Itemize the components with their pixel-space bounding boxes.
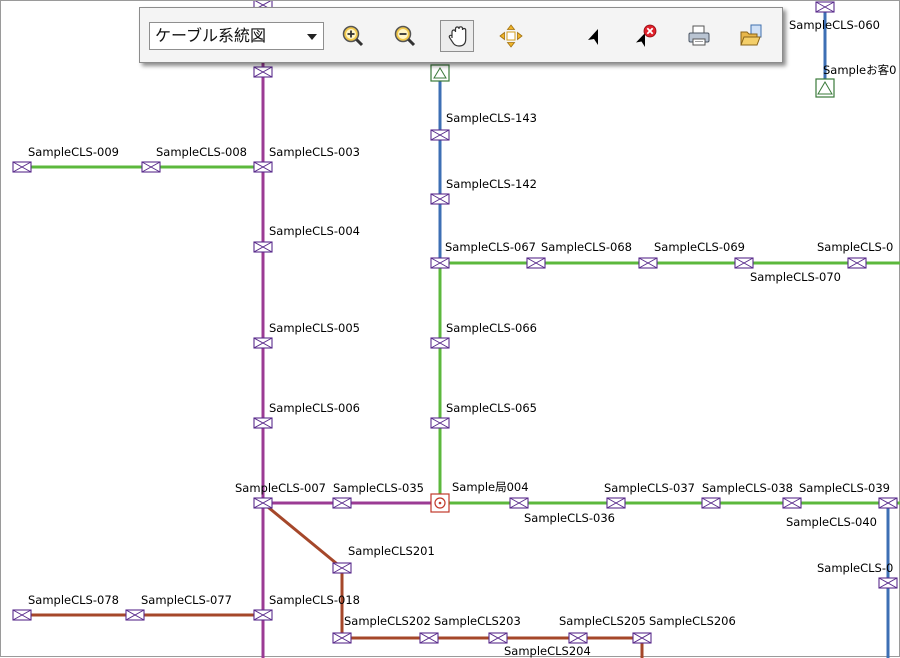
cable-label: SampleCLS-036 xyxy=(524,511,615,525)
open-folder-icon xyxy=(740,24,762,46)
cable-label: SampleCLS-077 xyxy=(141,593,232,607)
cable-node-marker[interactable] xyxy=(782,497,802,509)
cable-label: SampleCLS-143 xyxy=(446,111,537,125)
cable-label: SampleCLS-039 xyxy=(799,481,890,495)
cable-label: SampleCLS-009 xyxy=(28,145,119,159)
cursor-arrow-icon xyxy=(588,29,598,45)
deselect-button[interactable] xyxy=(628,20,662,52)
cable-label: SampleCLS-040 xyxy=(786,515,877,529)
open-button[interactable] xyxy=(734,20,768,52)
cable-line-brown-diagonal xyxy=(262,501,343,570)
cable-label: SampleCLS-008 xyxy=(156,145,247,159)
cable-node-marker[interactable] xyxy=(332,632,352,644)
cable-label: SampleCLS-0 xyxy=(817,240,893,254)
cable-node-marker[interactable] xyxy=(253,337,273,349)
cable-node-marker[interactable] xyxy=(253,241,273,253)
cable-label: SampleCLS-142 xyxy=(446,177,537,191)
cable-label: SampleCLS-038 xyxy=(702,481,793,495)
cable-label: SampleCLS201 xyxy=(348,544,435,558)
cable-node-marker[interactable] xyxy=(430,193,450,205)
cable-label: SampleCLS206 xyxy=(649,614,736,628)
full-extent-button[interactable] xyxy=(494,20,528,52)
cable-label: Sample局004 xyxy=(452,480,529,494)
layer-select-value: ケーブル系統図 xyxy=(155,26,267,45)
cable-node-marker[interactable] xyxy=(419,632,439,644)
layer-select-dropdown[interactable]: ケーブル系統図 xyxy=(149,22,324,50)
cable-node-marker[interactable] xyxy=(878,497,898,509)
cable-label: SampleCLS-035 xyxy=(333,481,424,495)
cable-label: SampleCLS-078 xyxy=(28,593,119,607)
cable-label: SampleCLS-066 xyxy=(446,321,537,335)
print-button[interactable] xyxy=(682,20,716,52)
hand-icon xyxy=(448,26,467,47)
cable-label: SampleCLS-018 xyxy=(269,593,360,607)
cable-node-marker[interactable] xyxy=(253,161,273,173)
cable-node-marker[interactable] xyxy=(12,161,32,173)
cable-label: SampleCLS-005 xyxy=(269,321,360,335)
cable-node-marker[interactable] xyxy=(638,257,658,269)
cable-label: SampleCLS-060 xyxy=(789,18,880,32)
map-toolbar: ケーブル系統図 xyxy=(139,7,783,63)
cable-label: SampleCLS-006 xyxy=(269,401,360,415)
cable-node-marker[interactable] xyxy=(430,257,450,269)
cursor-clear-icon xyxy=(636,24,657,47)
cable-label: SampleCLS-070 xyxy=(750,270,841,284)
cable-node-marker[interactable] xyxy=(253,497,273,509)
zoom-out-button[interactable] xyxy=(388,20,422,52)
cable-node-marker[interactable] xyxy=(878,577,898,589)
station-node-004[interactable] xyxy=(430,493,450,513)
cable-label: SampleCLS-037 xyxy=(604,481,695,495)
cable-node-marker[interactable] xyxy=(332,497,352,509)
cable-node-marker[interactable] xyxy=(815,1,835,13)
cable-label: SampleCLS-007 xyxy=(235,481,326,495)
select-button[interactable] xyxy=(578,20,612,52)
cable-node-marker[interactable] xyxy=(253,417,273,429)
cable-node-marker[interactable] xyxy=(430,129,450,141)
cable-node-marker[interactable] xyxy=(12,609,32,621)
cable-label: SampleCLS-004 xyxy=(269,224,360,238)
cable-label: Sampleお客0 xyxy=(823,63,896,77)
cable-node-marker[interactable] xyxy=(632,632,652,644)
cable-node-marker[interactable] xyxy=(430,417,450,429)
cable-label: SampleCLS-068 xyxy=(541,240,632,254)
cable-node-marker[interactable] xyxy=(430,337,450,349)
cable-node-marker[interactable] xyxy=(253,66,273,78)
cable-label: SampleCLS203 xyxy=(434,614,521,628)
cable-node-marker[interactable] xyxy=(568,632,588,644)
cable-label: SampleCLS202 xyxy=(344,614,431,628)
cable-node-marker[interactable] xyxy=(509,497,529,509)
zoom-in-icon xyxy=(342,25,364,47)
cable-node-marker[interactable] xyxy=(734,257,754,269)
cable-label: SampleCLS205 xyxy=(559,614,646,628)
cable-node-marker[interactable] xyxy=(526,257,546,269)
cable-node-marker[interactable] xyxy=(701,497,721,509)
cable-label: SampleCLS-0 xyxy=(817,561,893,575)
full-extent-icon xyxy=(499,24,523,48)
cable-node-marker[interactable] xyxy=(125,609,145,621)
cable-node-marker[interactable] xyxy=(141,161,161,173)
cable-label: SampleCLS-003 xyxy=(269,145,360,159)
terminal-node-143-top[interactable] xyxy=(430,64,450,82)
cable-node-marker[interactable] xyxy=(488,632,508,644)
cable-label: SampleCLS-069 xyxy=(654,240,745,254)
printer-icon xyxy=(688,25,710,46)
zoom-in-button[interactable] xyxy=(336,20,370,52)
cable-label: SampleCLS-067 xyxy=(445,240,536,254)
cable-node-marker[interactable] xyxy=(332,562,352,574)
cable-node-marker[interactable] xyxy=(606,497,626,509)
cable-label: SampleCLS204 xyxy=(504,644,591,658)
customer-node-0[interactable] xyxy=(815,78,835,98)
zoom-out-icon xyxy=(394,25,416,47)
chevron-down-icon[interactable] xyxy=(307,34,317,40)
cable-node-marker[interactable] xyxy=(847,257,867,269)
cable-node-marker[interactable] xyxy=(253,609,273,621)
pan-button[interactable] xyxy=(440,20,474,52)
cable-label: SampleCLS-065 xyxy=(446,401,537,415)
